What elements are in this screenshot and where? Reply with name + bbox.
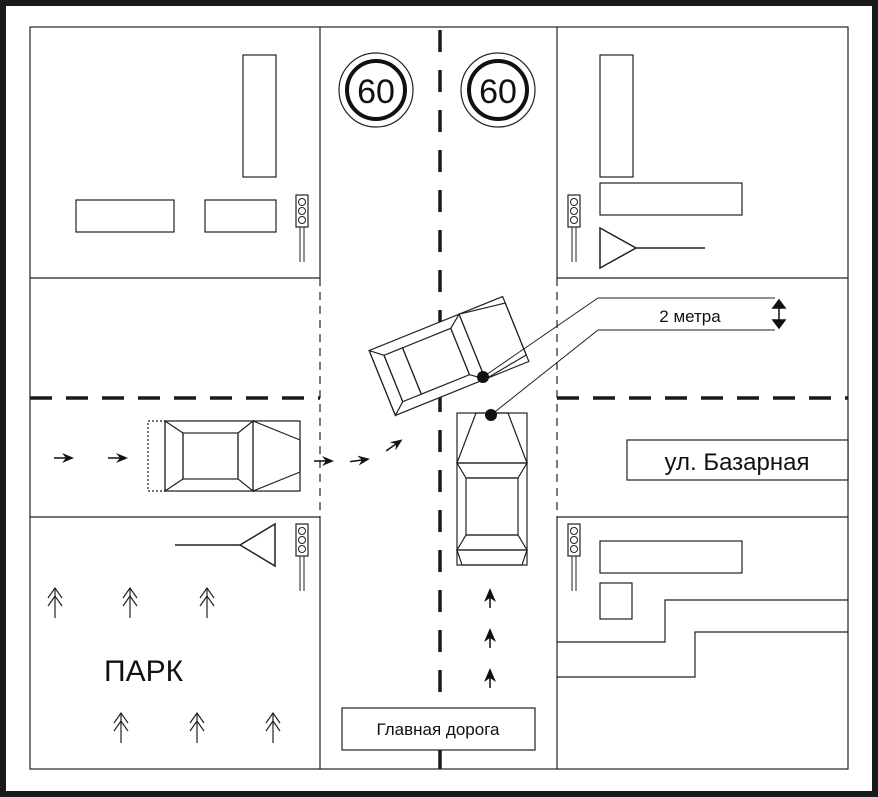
building (599, 182, 743, 216)
speed-limit-value: 60 (479, 73, 517, 111)
car-straight (455, 412, 529, 566)
building (75, 199, 175, 233)
building (599, 582, 633, 620)
impact-point-car2 (485, 409, 497, 421)
buildings (75, 54, 848, 678)
building (242, 54, 277, 178)
car-left (147, 419, 301, 493)
distance-label: 2 метра (659, 307, 721, 326)
speed-limit-value: 60 (357, 73, 395, 111)
impact-point-car1 (477, 371, 489, 383)
double-arrow-icon (771, 298, 787, 330)
street-label: ул. Базарная (665, 449, 810, 476)
building (204, 199, 277, 233)
building (599, 54, 634, 178)
yield-sign-icon (599, 226, 705, 270)
collision-leaders (477, 297, 775, 421)
building (599, 540, 743, 574)
main-road-label: Главная дорога (377, 720, 501, 739)
center-lines (30, 30, 848, 769)
main-road-label-box (341, 707, 536, 751)
yield-sign-icon (175, 522, 276, 568)
park-label: ПАРК (104, 655, 184, 688)
speed-limit-sign-left: 60 (338, 52, 414, 128)
street-label-box (626, 439, 849, 481)
speed-limit-sign-right: 60 (460, 52, 536, 128)
